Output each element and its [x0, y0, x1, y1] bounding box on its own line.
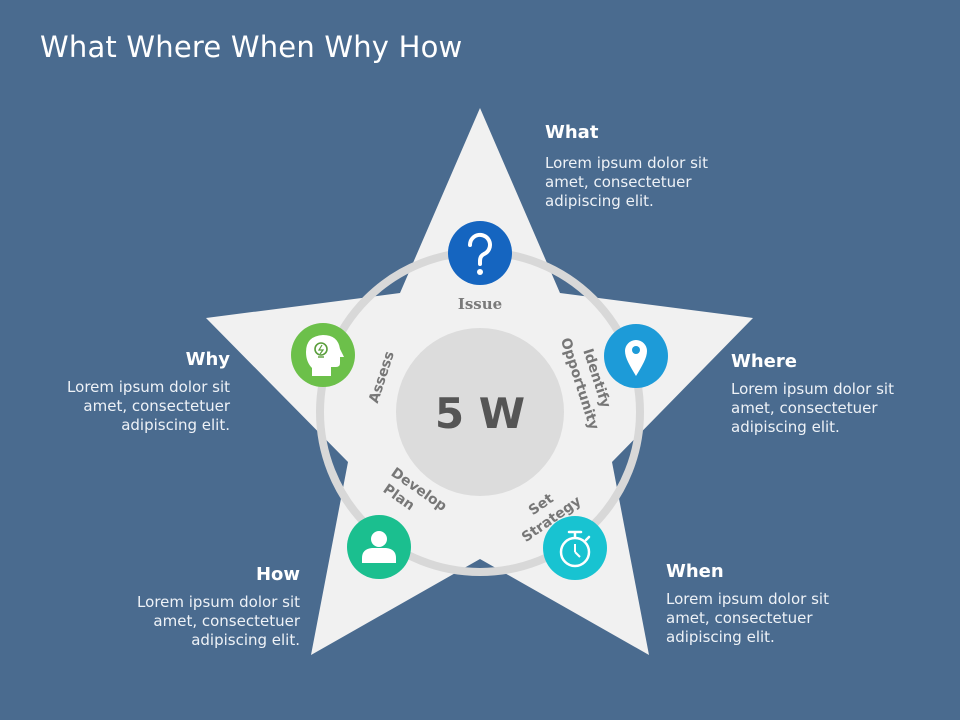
question-icon [467, 232, 492, 275]
why-heading: Why [185, 349, 230, 370]
how-icon-badge [347, 515, 411, 579]
center-label: 5 W [435, 389, 525, 438]
what-heading: What [545, 122, 599, 143]
user-icon [362, 531, 396, 563]
why-icon-badge [291, 323, 355, 387]
what-block: What Lorem ipsum dolor sit amet, consect… [545, 122, 745, 211]
how-text: Lorem ipsum dolor sit amet, consectetuer… [137, 593, 300, 649]
how-heading: How [255, 564, 300, 585]
when-icon-badge [543, 516, 607, 580]
where-text: Lorem ipsum dolor sit amet, consectetuer… [731, 380, 894, 436]
when-heading: When [666, 561, 724, 582]
stage-label-issue: Issue [458, 295, 502, 313]
how-block: How Lorem ipsum dolor sit amet, consecte… [100, 564, 300, 650]
what-text: Lorem ipsum dolor sit amet, consectetuer… [545, 154, 708, 210]
where-icon-badge [604, 324, 668, 388]
head-lightbulb-icon [306, 335, 344, 376]
where-heading: Where [731, 351, 797, 372]
slide-title: What Where When Why How [40, 30, 463, 64]
where-block: Where Lorem ipsum dolor sit amet, consec… [731, 351, 931, 437]
map-pin-icon [625, 340, 647, 376]
center-circle [396, 328, 564, 496]
when-text: Lorem ipsum dolor sit amet, consectetuer… [666, 590, 829, 646]
why-text: Lorem ipsum dolor sit amet, consectetuer… [67, 378, 230, 434]
why-block: Why Lorem ipsum dolor sit amet, consecte… [30, 349, 230, 435]
when-block: When Lorem ipsum dolor sit amet, consect… [666, 561, 866, 647]
stopwatch-icon [559, 530, 591, 568]
what-icon-badge [448, 221, 512, 285]
